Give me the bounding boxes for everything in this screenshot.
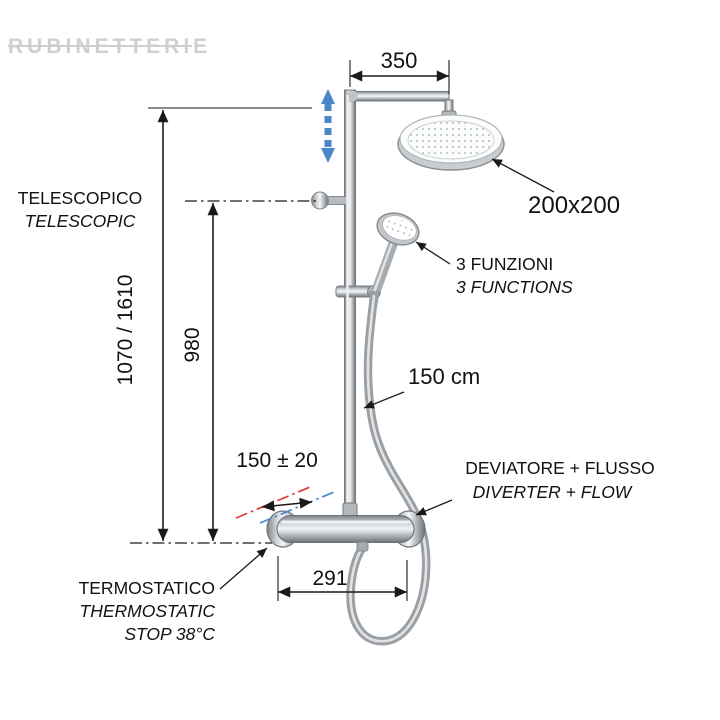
telescopic-arrow-up-head (321, 89, 335, 104)
arm-bend (347, 90, 358, 102)
mixer-body (276, 514, 415, 544)
hand-shower-head (376, 212, 420, 246)
watermark-text: RUBINETTERIE (8, 35, 211, 58)
dim-350-value: 350 (381, 48, 418, 73)
thermostatic-mixer (266, 510, 426, 552)
thermostatic-stop-note: STOP 38°C (124, 624, 215, 644)
wall-bracket-knob (311, 191, 329, 210)
hand-shower-handle-highlight (373, 242, 393, 292)
leader-head-size (491, 158, 555, 193)
shower-hose (346, 291, 431, 646)
dim-inlet-spacing-line (261, 497, 313, 512)
shower-column (311, 89, 505, 518)
hot-supply-line (235, 486, 311, 519)
leader-hose (363, 391, 405, 409)
head-size-label: 200x200 (528, 192, 620, 219)
telescopic-arrow-down-head (321, 148, 335, 163)
telescopic-label-it: TELESCOPICO (18, 188, 142, 208)
leader-thermostatic (219, 547, 268, 590)
hose-outlet-nut (356, 541, 369, 552)
thermostatic-label-it: TERMOSTATICO (79, 578, 215, 598)
shower-arm (349, 91, 450, 102)
diverter-label-en: DIVERTER + FLOW (473, 482, 633, 502)
dim-inlet-spacing-value: 150 ± 20 (236, 449, 318, 472)
leader-functions (415, 241, 451, 265)
diverter-label-it: DEVIATORE + FLUSSO (465, 458, 654, 478)
functions-label-it: 3 FUNZIONI (456, 254, 553, 274)
hand-shower-spray-field (385, 218, 413, 238)
dim-pole-value: 980 (181, 327, 204, 362)
telescopic-label-en: TELESCOPIC (25, 211, 136, 231)
dim-291-value: 291 (312, 567, 347, 590)
brand-watermark: RUBINETTERIE (8, 35, 211, 58)
telescopic-adjust-arrow (321, 89, 335, 163)
thermostatic-label-en: THERMOSTATIC (80, 601, 216, 621)
mixer-riser-connector (342, 502, 358, 518)
functions-label-en: 3 FUNCTIONS (456, 277, 573, 297)
annotations: 350 1070 / 1610 980 150 ± 20 291 (18, 48, 655, 644)
leader-diverter (415, 499, 453, 516)
hose-tube (346, 291, 431, 646)
dim-total-value: 1070 / 1610 (114, 275, 137, 386)
hand-shower-handle (371, 239, 398, 296)
overhead-shower-spray-field (407, 120, 495, 160)
hose-length-label: 150 cm (408, 364, 480, 389)
